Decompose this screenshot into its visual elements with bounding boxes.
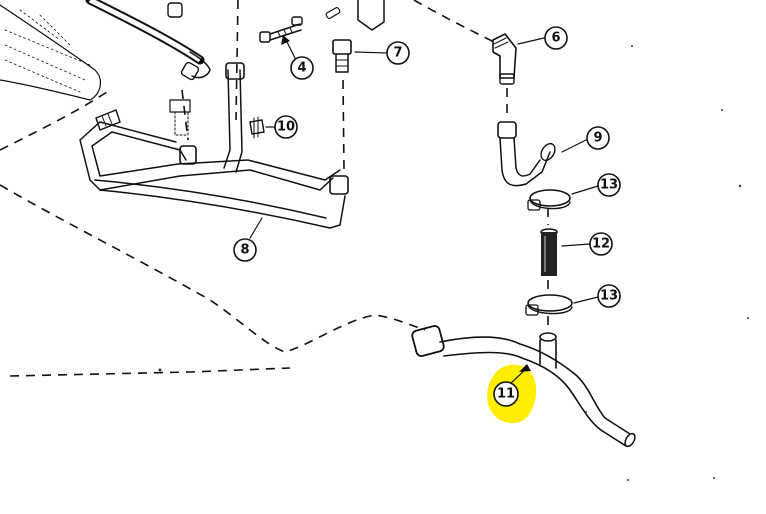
callout-9-label: 9 [593,131,602,146]
callout-13-lower-label: 13 [600,289,618,304]
hatched-component [0,4,102,101]
hose-part-12 [540,228,558,276]
tube-part-11 [411,325,636,448]
callout-13-lower[interactable]: 13 [597,284,621,308]
callout-4-label: 4 [297,61,306,76]
hose-clamp-part-13-upper [527,189,571,211]
tee-fitting-part-10 [169,99,265,139]
callout-13-upper[interactable]: 13 [597,173,621,197]
fitting-part-7 [332,39,352,73]
callout-11-label: 11 [497,387,515,402]
bolt-part-4 [259,16,303,43]
leader-lines [249,35,599,385]
callout-6[interactable]: 6 [544,26,568,50]
callout-12[interactable]: 12 [589,232,613,256]
elbow-fitting-part-6 [492,33,517,85]
callout-7-label: 7 [393,46,402,61]
callout-6-label: 6 [551,31,560,46]
callout-12-label: 12 [592,237,610,252]
callout-10[interactable]: 10 [274,115,298,139]
callout-8-label: 8 [240,243,249,258]
bent-tube-part-9 [497,121,556,187]
valve-block [325,0,385,31]
callout-7[interactable]: 7 [386,41,410,65]
dashed-outline-lines [0,0,549,377]
callout-8[interactable]: 8 [233,238,257,262]
callout-9[interactable]: 9 [586,126,610,150]
tube-assembly-part-8 [79,62,349,229]
callout-13-upper-label: 13 [600,178,618,193]
callout-4[interactable]: 4 [290,56,314,80]
hydraulic-hose [85,0,211,81]
callout-10-label: 10 [277,120,295,135]
scan-specks [158,45,749,481]
callout-11[interactable]: 11 [493,381,519,407]
hose-clamp-part-13-lower [525,294,573,316]
